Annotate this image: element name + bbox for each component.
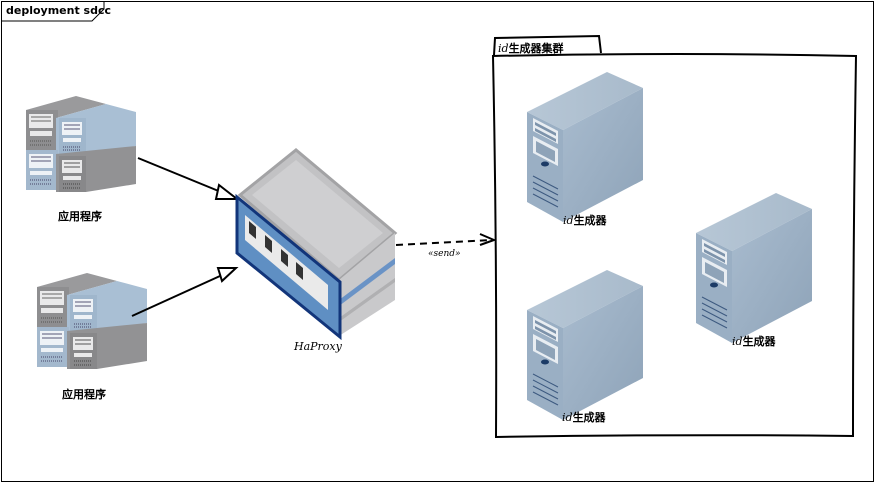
node-label-haproxy: HaProxy [294, 340, 342, 353]
id-generator-server-icon-3[interactable] [695, 192, 813, 344]
edge-send-haproxy-to-cluster [395, 233, 497, 246]
edge-label-send: «send» [428, 249, 461, 259]
package-id-generator-cluster[interactable] [491, 34, 858, 439]
id-generator-server-icon-1[interactable] [526, 71, 644, 223]
edge-app1-to-haproxy [137, 157, 240, 200]
package-title-text: 生成器集群 [508, 42, 564, 55]
node-label-gen2-prefix: id [562, 411, 573, 424]
frame-title: deployment sdcc [6, 4, 112, 17]
id-generator-server-icon-2[interactable] [526, 269, 644, 421]
app-server-cluster-icon-1[interactable] [25, 95, 137, 193]
edge-app2-to-haproxy [131, 267, 239, 317]
node-label-gen3-text: 生成器 [742, 335, 776, 348]
node-label-gen1: id生成器 [563, 212, 607, 228]
node-label-app1: 应用程序 [58, 210, 102, 223]
app-server-cluster-icon-2[interactable] [36, 272, 148, 370]
node-label-gen1-text: 生成器 [573, 214, 607, 227]
node-label-gen2: id生成器 [562, 409, 606, 425]
node-label-gen3-prefix: id [732, 335, 743, 348]
package-title-prefix: id [498, 42, 509, 55]
node-label-gen1-prefix: id [563, 214, 574, 227]
node-label-gen2-text: 生成器 [572, 411, 606, 424]
package-title: id生成器集群 [498, 40, 564, 56]
node-label-app2: 应用程序 [62, 388, 106, 401]
haproxy-switch-icon[interactable] [235, 148, 398, 341]
node-label-gen3: id生成器 [732, 333, 776, 349]
frame-tab-outline [1, 1, 105, 22]
